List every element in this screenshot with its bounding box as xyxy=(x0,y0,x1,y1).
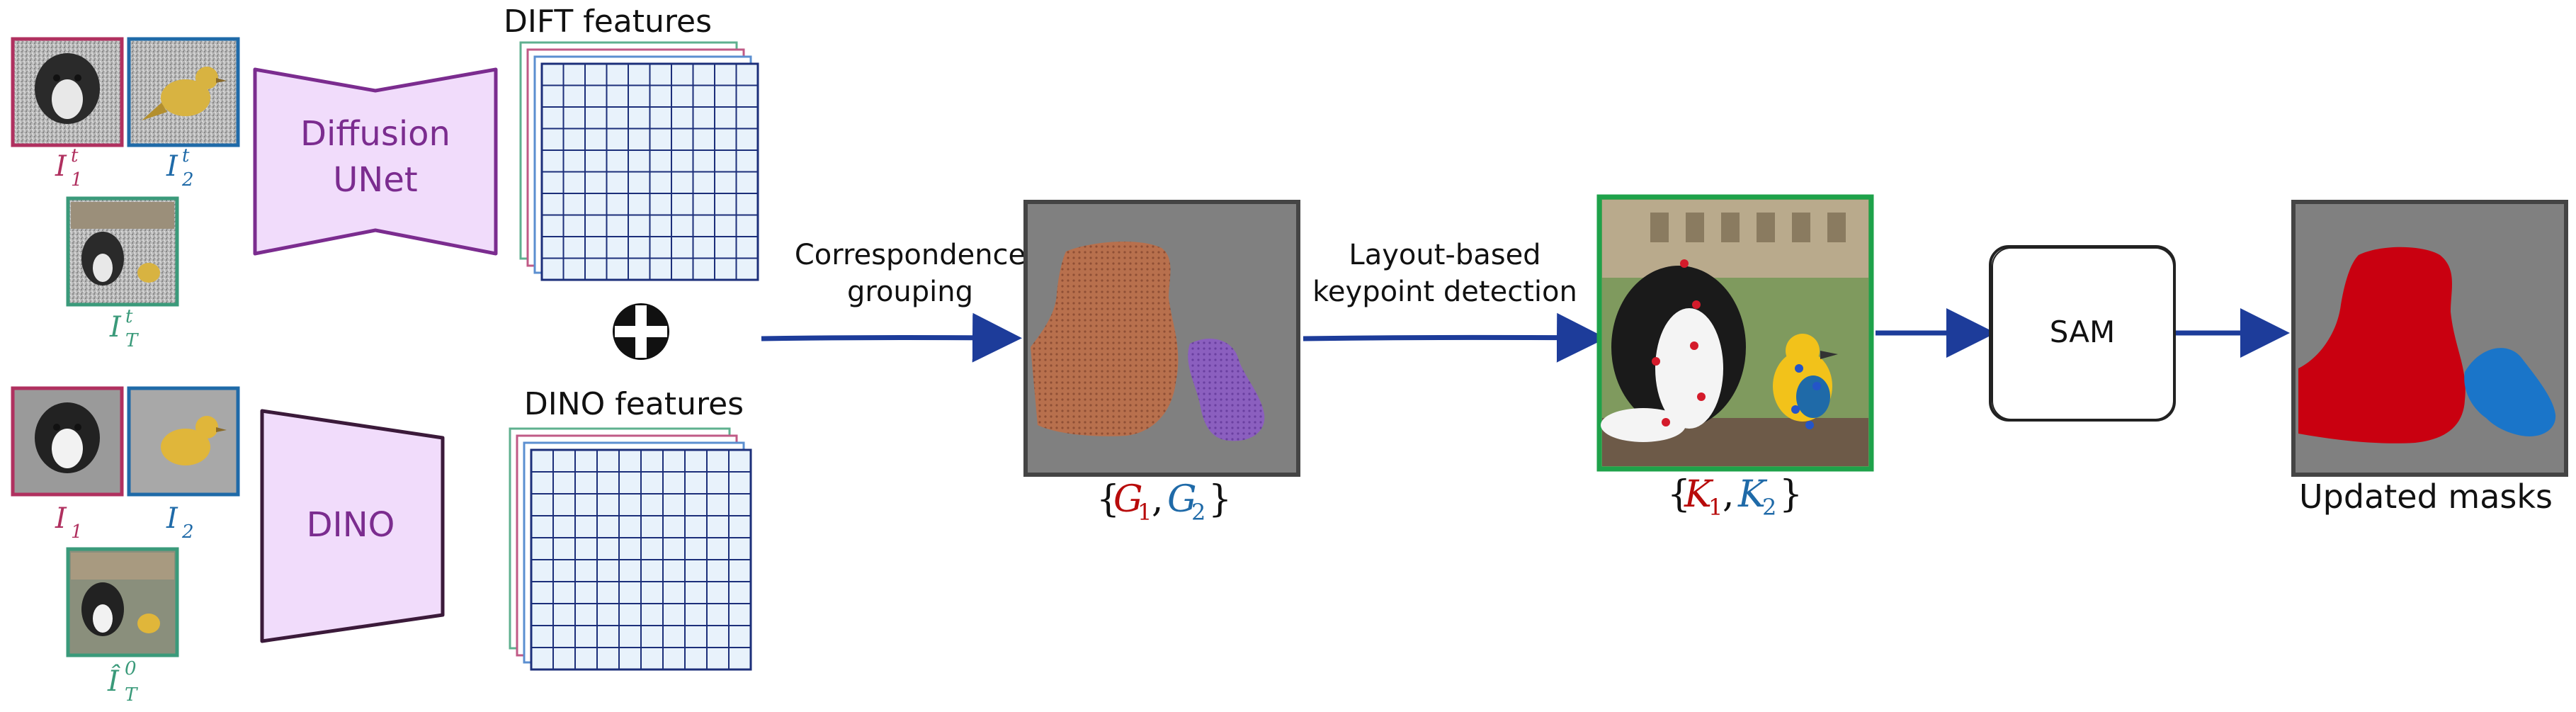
svg-text:t: t xyxy=(182,145,190,166)
updated-masks-image xyxy=(2291,200,2568,477)
svg-text:1: 1 xyxy=(71,169,83,191)
svg-text:}: } xyxy=(1779,473,1803,516)
svg-text:{: { xyxy=(1096,478,1120,521)
label-clean-1: I 1 xyxy=(55,502,83,543)
svg-text:I: I xyxy=(109,311,122,344)
svg-text:G: G xyxy=(1113,478,1143,521)
dino-block: DINO xyxy=(260,409,445,643)
bird-icon xyxy=(142,67,227,120)
svg-text:T: T xyxy=(125,330,139,351)
svg-text:K: K xyxy=(1684,473,1714,516)
svg-text:K: K xyxy=(1737,473,1768,516)
step-grouping-line1: Correspondence xyxy=(795,239,1026,271)
dog-icon xyxy=(1601,266,1746,442)
svg-text:t: t xyxy=(125,306,133,327)
clean-image-target xyxy=(66,547,179,657)
label-clean-2: I 2 xyxy=(166,502,194,543)
svg-text:Diffusion: Diffusion xyxy=(300,114,450,154)
grouping-result-image xyxy=(1023,200,1300,477)
svg-text:I: I xyxy=(166,150,178,183)
noisy-image-target xyxy=(66,196,179,307)
arrow-icon xyxy=(761,312,1022,363)
svg-text:,: , xyxy=(1723,473,1735,516)
svg-text:1: 1 xyxy=(71,521,83,543)
svg-text:{: { xyxy=(1667,473,1691,516)
updated-masks-label: Updated masks xyxy=(2299,478,2553,516)
step-grouping-line2: grouping xyxy=(847,276,973,308)
svg-text:T: T xyxy=(125,684,138,706)
keypoint-image xyxy=(1596,194,1874,472)
arrow-icon xyxy=(1303,312,1606,363)
svg-text:1: 1 xyxy=(1137,499,1152,526)
svg-text:SAM: SAM xyxy=(2050,315,2115,349)
svg-text:2: 2 xyxy=(181,521,194,543)
sam-block: SAM xyxy=(1989,245,2176,422)
plus-circle-icon xyxy=(613,303,669,360)
svg-text:DINO: DINO xyxy=(307,505,395,545)
dift-feature-grid xyxy=(519,41,759,281)
bird-icon xyxy=(1773,334,1838,422)
svg-text:1: 1 xyxy=(1708,494,1723,521)
label-noisy-2: I 2 t xyxy=(166,145,194,191)
colosseum-icon xyxy=(71,202,174,229)
dino-feature-grid xyxy=(509,427,752,671)
svg-text:I: I xyxy=(166,502,178,535)
svg-text:UNet: UNet xyxy=(333,160,417,200)
step-keypoint-line1: Layout-based xyxy=(1349,239,1541,271)
groups-label: { G 1 , G 2 } xyxy=(1096,478,1232,526)
svg-text:G: G xyxy=(1167,478,1197,521)
dino-features-title: DINO features xyxy=(524,386,744,422)
svg-text:I: I xyxy=(55,502,67,535)
step-keypoint-line2: keypoint detection xyxy=(1312,276,1577,308)
keypoints-label: { K 1 , K 2 } xyxy=(1667,473,1803,521)
clean-image-2 xyxy=(127,386,240,497)
noisy-image-1 xyxy=(11,37,124,147)
label-noisy-target: I T t xyxy=(109,306,139,351)
svg-text:2: 2 xyxy=(181,169,194,191)
svg-text:I: I xyxy=(55,150,67,183)
label-noisy-1: I 1 t xyxy=(55,145,83,191)
dog-icon xyxy=(35,53,100,124)
svg-text:t: t xyxy=(71,145,79,166)
diffusion-unet-block: Diffusion UNet xyxy=(253,67,498,256)
svg-text:}: } xyxy=(1208,478,1232,521)
label-clean-target: Î T 0 xyxy=(107,658,138,706)
noisy-image-2 xyxy=(127,37,240,147)
svg-text:,: , xyxy=(1152,478,1164,521)
svg-text:Î: Î xyxy=(107,665,121,698)
clean-image-1 xyxy=(11,386,124,497)
svg-text:2: 2 xyxy=(1191,499,1205,526)
svg-text:2: 2 xyxy=(1762,494,1776,521)
dift-features-title: DIFT features xyxy=(504,4,712,40)
svg-text:0: 0 xyxy=(125,658,137,679)
